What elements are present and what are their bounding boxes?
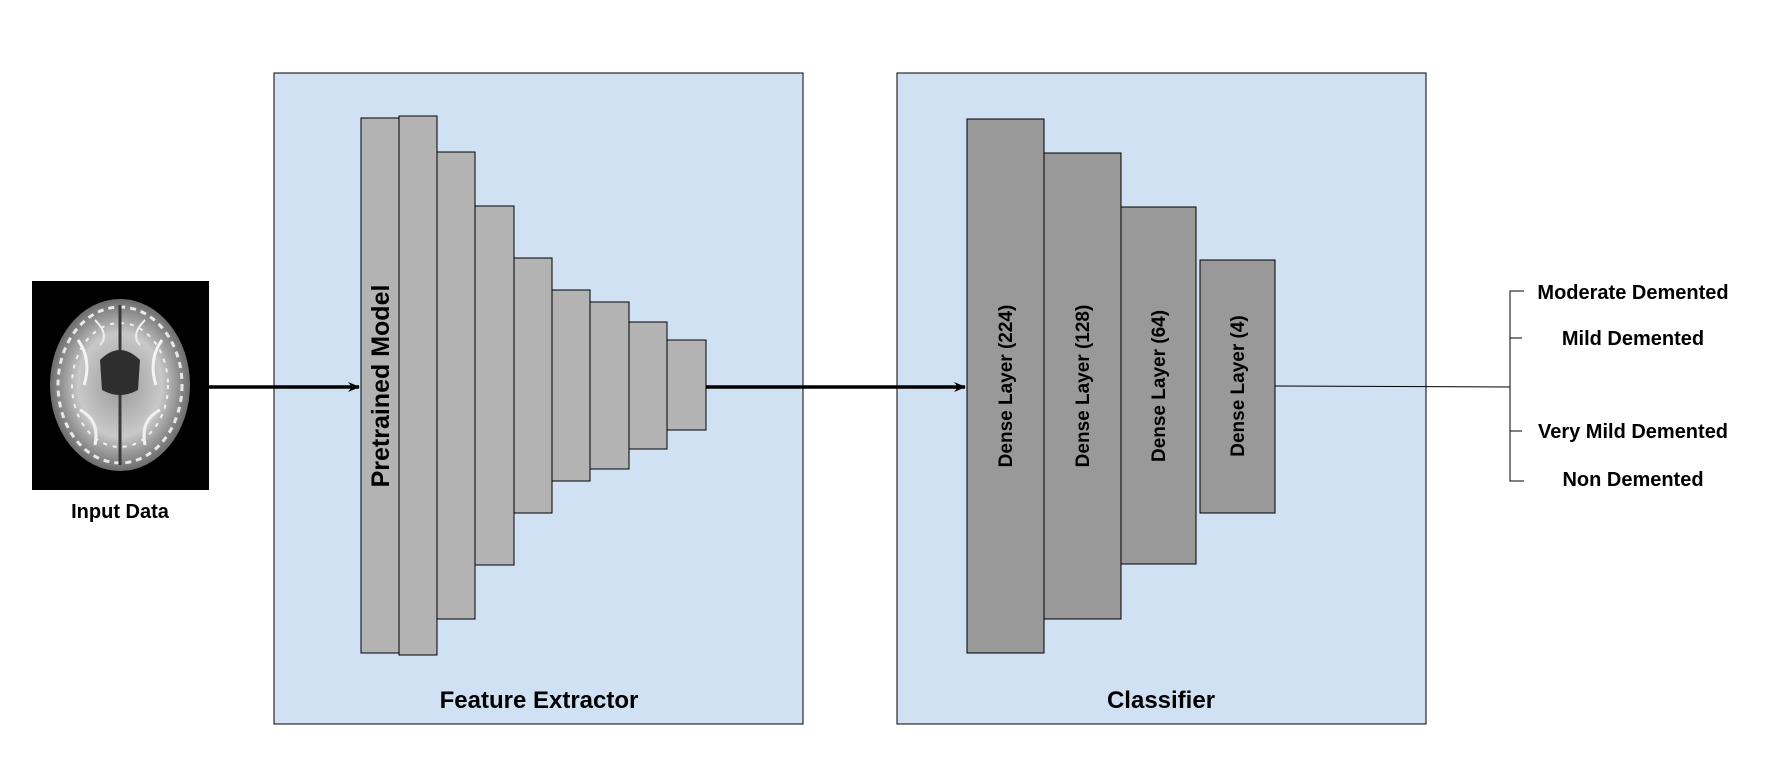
- output-connector: [1274, 385, 1511, 388]
- extractor-block: [666, 339, 707, 431]
- dense-layer-label: Dense Layer (4): [1228, 315, 1249, 457]
- input-image: [32, 281, 209, 490]
- output-class-label: Very Mild Demented: [1538, 421, 1728, 443]
- brain-mri-icon: [50, 299, 190, 471]
- dense-layer-64: [1120, 206, 1197, 565]
- extractor-block: [360, 117, 400, 654]
- extractor-block: [551, 289, 591, 482]
- extractor-block: [474, 205, 515, 566]
- extractor-block: [589, 301, 630, 470]
- extractor-block: [436, 151, 476, 620]
- output-class-label: Mild Demented: [1562, 328, 1704, 350]
- input-label: Input Data: [71, 501, 170, 523]
- dense-layer-224: [966, 118, 1045, 654]
- output-class-label: Moderate Demented: [1537, 282, 1728, 304]
- dense-layers: [966, 118, 1276, 654]
- extractor-blocks: [360, 115, 707, 656]
- dense-layer-label: Dense Layer (64): [1149, 310, 1170, 462]
- classifier-title: Classifier: [1107, 687, 1215, 714]
- dense-layer-128: [1043, 152, 1122, 620]
- pretrained-model-label: Pretrained Model: [367, 285, 395, 488]
- extractor-block: [628, 321, 668, 450]
- dense-layer-label: Dense Layer (128): [1073, 305, 1094, 468]
- output-bracket: [1509, 290, 1524, 482]
- feature-extractor-title: Feature Extractor: [440, 687, 639, 714]
- output-class-label: Non Demented: [1562, 469, 1703, 491]
- dense-layer-label: Dense Layer (224): [996, 305, 1017, 468]
- extractor-block: [398, 115, 438, 656]
- extractor-block: [513, 257, 553, 514]
- dense-layer-4: [1199, 259, 1276, 514]
